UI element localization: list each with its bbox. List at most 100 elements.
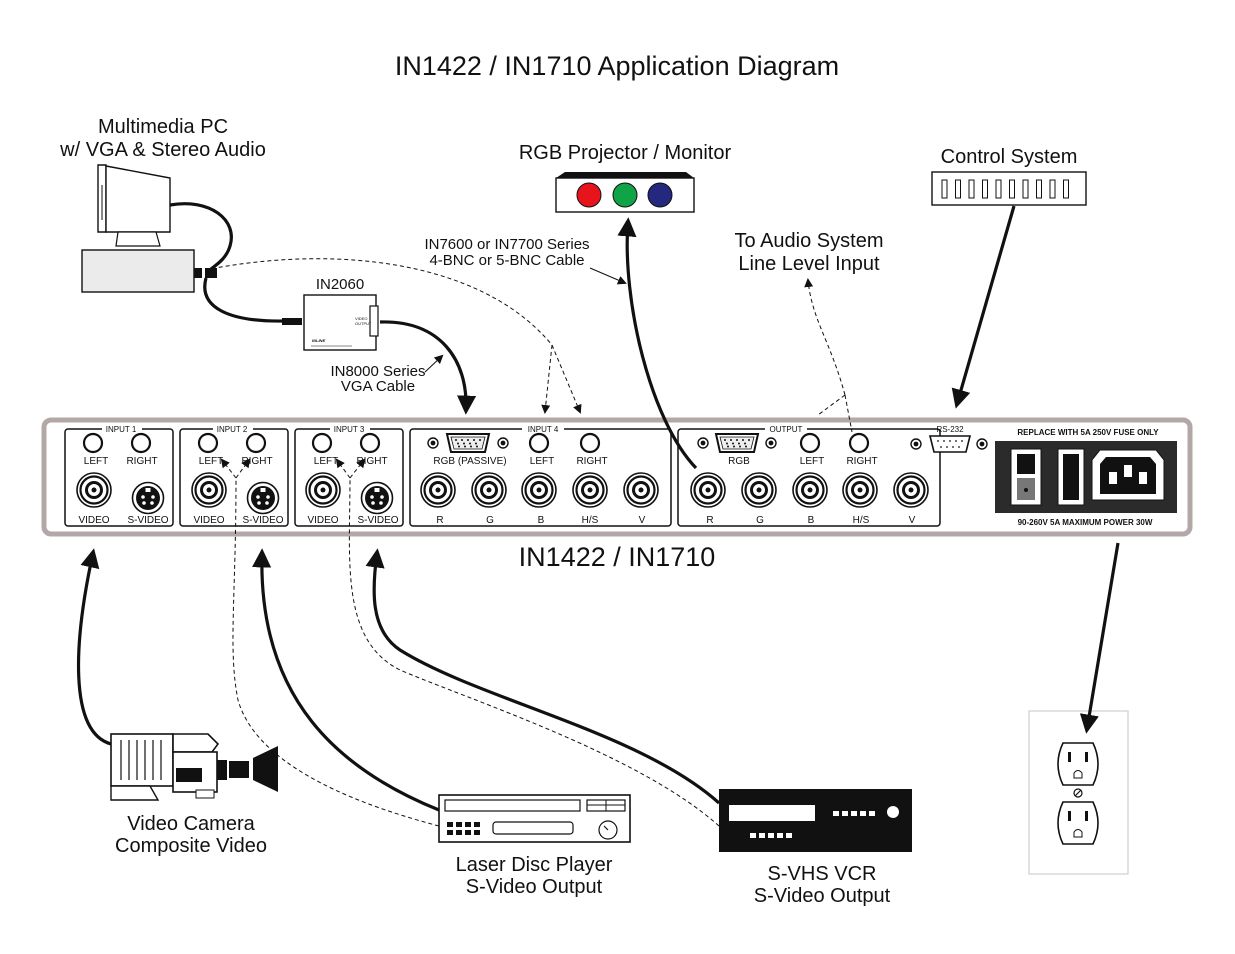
projector-red-lamp bbox=[576, 182, 602, 208]
input-1-left-label: LEFT bbox=[84, 456, 108, 467]
input-4-bnc-g bbox=[470, 471, 508, 509]
input-4-hs-label: H/S bbox=[582, 515, 599, 526]
output-title: OUTPUT bbox=[770, 425, 803, 434]
input-3-title: INPUT 3 bbox=[334, 425, 365, 434]
input-1-section: INPUT 1 LEFT RIGHT VIDEO S-VIDEO bbox=[64, 424, 174, 527]
input-4-title: INPUT 4 bbox=[528, 425, 559, 434]
output-bnc-b bbox=[791, 471, 829, 509]
output-v-label: V bbox=[909, 515, 916, 526]
audio-label-line2: Line Level Input bbox=[738, 253, 880, 275]
output-screw-right bbox=[765, 437, 777, 449]
output-hs-label: H/S bbox=[853, 515, 870, 526]
vcr-label-line1: S-VHS VCR bbox=[768, 863, 877, 885]
in2060-label: IN2060 bbox=[316, 276, 364, 293]
input-4-bnc-v bbox=[622, 471, 660, 509]
input-3-svideo-label: S-VIDEO bbox=[357, 515, 398, 526]
control-key-slot bbox=[1022, 179, 1029, 199]
output-section: OUTPUT RGB LEFT RIGHT R G B H/S V bbox=[677, 424, 941, 527]
projector-blue-lamp bbox=[647, 182, 673, 208]
input-3-svideo-jack bbox=[360, 481, 394, 515]
input-4-v-label: V bbox=[639, 515, 646, 526]
input-4-bnc-r bbox=[419, 471, 457, 509]
bnc-cable-label-line1: IN7600 or IN7700 Series bbox=[424, 236, 589, 253]
rgb-projector: RGB Projector / Monitor bbox=[519, 142, 732, 213]
output-bnc-v bbox=[892, 471, 930, 509]
input-4-g-label: G bbox=[486, 515, 494, 526]
input-4-rgb-label: RGB (PASSIVE) bbox=[433, 456, 506, 467]
bnc-cable-label-line2: 4-BNC or 5-BNC Cable bbox=[429, 252, 584, 269]
pc-label-line1: Multimedia PC bbox=[98, 116, 228, 138]
vga-cable-label-line1: IN8000 Series bbox=[330, 363, 425, 380]
vga-callout-pointer bbox=[424, 354, 444, 373]
input-2-title: INPUT 2 bbox=[217, 425, 248, 434]
output-bnc-r bbox=[689, 471, 727, 509]
laserdisc-svideo-cable bbox=[252, 548, 440, 812]
pc-monitor bbox=[97, 164, 171, 247]
input-4-right-label: RIGHT bbox=[576, 456, 607, 467]
input-2-video-label: VIDEO bbox=[193, 515, 224, 526]
input-3-audio-right-jack bbox=[359, 432, 381, 454]
input-2-video-bnc bbox=[190, 471, 228, 509]
input-3-right-label: RIGHT bbox=[356, 456, 387, 467]
output-g-label: G bbox=[756, 515, 764, 526]
control-key-slot bbox=[941, 179, 948, 199]
pc-vga-port bbox=[194, 268, 202, 278]
output-audio-left-jack bbox=[799, 432, 821, 454]
input-2-audio-right-jack bbox=[245, 432, 267, 454]
in2060-brand: INLINE bbox=[312, 338, 325, 343]
input-1-right-label: RIGHT bbox=[126, 456, 157, 467]
output-b-label: B bbox=[808, 515, 815, 526]
input-3-left-label: LEFT bbox=[314, 456, 338, 467]
input-4-b-label: B bbox=[538, 515, 545, 526]
input-2-left-label: LEFT bbox=[199, 456, 223, 467]
input-2-svideo-jack bbox=[246, 481, 280, 515]
camera-label-line2: Composite Video bbox=[115, 835, 267, 857]
input-1-svideo-jack bbox=[131, 481, 165, 515]
output-screw-left bbox=[697, 437, 709, 449]
pc-to-in2060-cable bbox=[203, 277, 285, 323]
laserdisc-audio-cable bbox=[232, 477, 440, 827]
input-3-video-label: VIDEO bbox=[307, 515, 338, 526]
in2060-tiny-1: VIDEO bbox=[355, 316, 367, 321]
input-4-screw-right bbox=[497, 437, 509, 449]
in1422-rear-panel: INPUT 1 LEFT RIGHT VIDEO S-VIDEO INPUT 2… bbox=[41, 417, 1193, 537]
input-4-bnc-b bbox=[520, 471, 558, 509]
input-4-bnc-hs bbox=[571, 471, 609, 509]
input-4-left-label: LEFT bbox=[530, 456, 554, 467]
input-3-section: INPUT 3 LEFT RIGHT VIDEO S-VIDEO bbox=[294, 424, 404, 527]
input-2-section: INPUT 2 LEFT RIGHT VIDEO S-VIDEO bbox=[179, 424, 289, 527]
projector-label: RGB Projector / Monitor bbox=[519, 142, 732, 164]
output-bnc-hs bbox=[841, 471, 879, 509]
input-1-audio-left-jack bbox=[82, 432, 104, 454]
input-1-audio-right-jack bbox=[130, 432, 152, 454]
pc-label-line2: w/ VGA & Stereo Audio bbox=[59, 139, 266, 161]
pc-audio-cable bbox=[204, 258, 553, 346]
power-cord bbox=[1079, 542, 1120, 734]
input-4-section: INPUT 4 RGB (PASSIVE) LEFT RIGHT R G B H… bbox=[409, 424, 672, 527]
in2060-unit: IN2060 INLINE VIDEO OUTPUT bbox=[282, 276, 379, 351]
diagram-title: IN1422 / IN1710 Application Diagram bbox=[395, 51, 839, 81]
camera-label-line1: Video Camera bbox=[127, 813, 255, 835]
control-key-slot bbox=[1036, 179, 1042, 199]
input-4-audio-left-jack bbox=[528, 432, 550, 454]
audio-out-cable bbox=[804, 278, 846, 396]
multimedia-pc: Multimedia PC w/ VGA & Stereo Audio bbox=[59, 116, 266, 293]
output-r-label: R bbox=[706, 515, 713, 526]
input-1-video-bnc bbox=[75, 471, 113, 509]
input-4-r-label: R bbox=[436, 515, 443, 526]
output-right-label: RIGHT bbox=[846, 456, 877, 467]
input-3-video-bnc bbox=[304, 471, 342, 509]
power-rating-text: 90-260V 5A MAXIMUM POWER 30W bbox=[1018, 518, 1153, 527]
control-cable bbox=[951, 205, 1016, 409]
control-key-slot bbox=[995, 179, 1002, 199]
vga-cable bbox=[379, 320, 477, 415]
laserdisc-label-line1: Laser Disc Player bbox=[456, 854, 613, 876]
projector-cable bbox=[617, 217, 698, 470]
control-key-slot bbox=[1009, 179, 1015, 199]
pc-monitor-cable bbox=[169, 202, 233, 272]
control-key-slot bbox=[982, 179, 988, 199]
input-4-rgb-passive-port bbox=[446, 433, 490, 453]
output-audio-right-jack bbox=[848, 432, 870, 454]
camera-cable bbox=[76, 548, 112, 746]
